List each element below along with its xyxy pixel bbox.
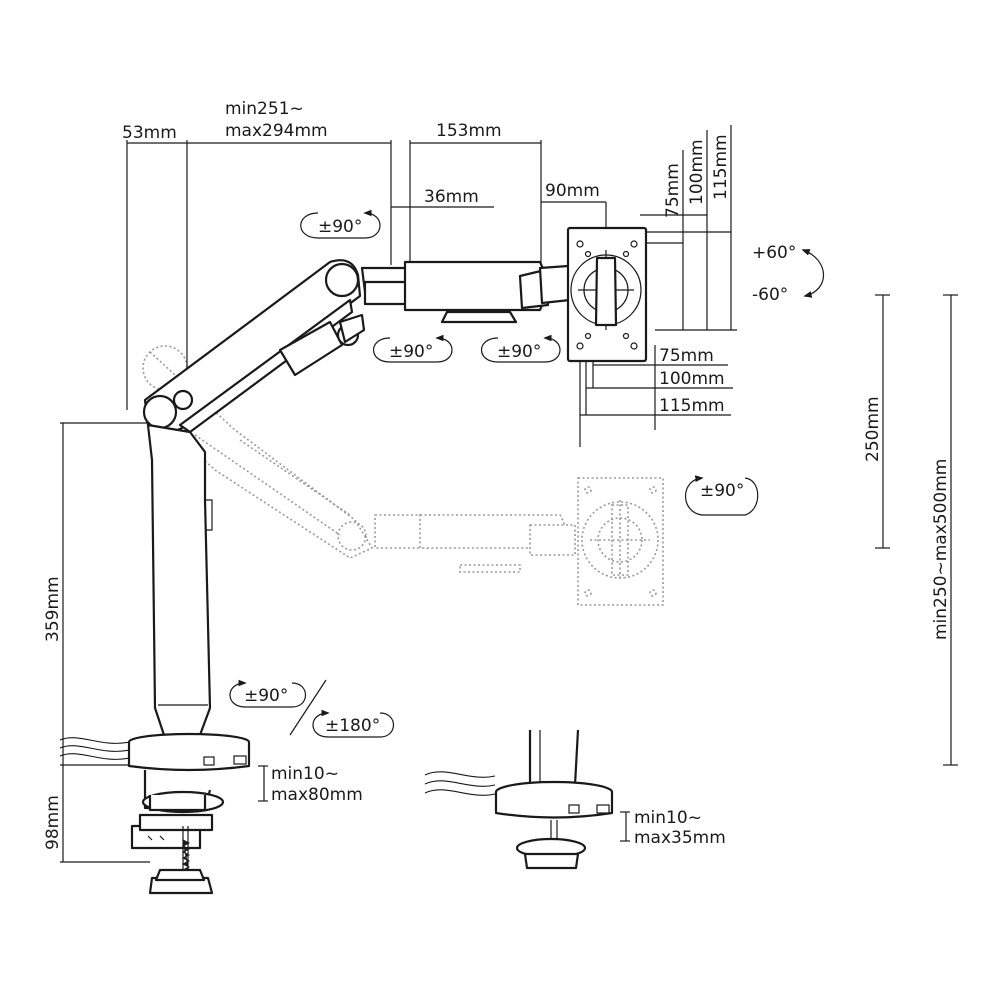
upper-arm	[142, 259, 366, 435]
dim-vesa-offset: 90mm	[545, 181, 600, 201]
desk-clamp-base	[59, 732, 251, 895]
dim-tilt-range: 250mm	[863, 396, 883, 462]
rotation-arm-swivel: ±90°	[300, 209, 381, 239]
dim-clamp-desk-max: max80mm	[271, 785, 363, 805]
clamp-desk-thickness	[258, 765, 268, 802]
dim-vesa-h1: 75mm	[659, 346, 714, 366]
right-range-dimensions	[875, 294, 958, 766]
rotation-tilt: +60° -60°	[752, 243, 825, 305]
rotation-screen: ±90°	[685, 475, 759, 516]
dim-forearm-length: 153mm	[436, 121, 502, 141]
rotation-base-rotate: ±180°	[312, 709, 395, 738]
rotation-tilt-up-label: +60°	[752, 243, 796, 263]
rotation-elbow-right: ±90°	[481, 334, 561, 363]
rotation-divider	[289, 679, 327, 736]
dim-top-offset: 53mm	[122, 123, 177, 143]
height-dimension-lines	[60, 422, 150, 863]
rotation-base-swivel-label: ±90°	[244, 686, 288, 706]
rotation-base-rotate-label: ±180°	[325, 716, 380, 736]
dim-joint-depth: 36mm	[424, 187, 479, 207]
dim-clamp-height: 98mm	[43, 795, 63, 850]
rotation-arm-swivel-label: ±90°	[318, 217, 362, 237]
dim-vesa-v3: 115mm	[711, 134, 731, 200]
rotation-base-swivel: ±90°	[229, 679, 307, 708]
dim-clamp-desk-min: min10~	[271, 764, 339, 784]
forearm	[360, 260, 572, 324]
dim-vesa-h3: 115mm	[659, 396, 725, 416]
grommet-mount-detail	[424, 729, 614, 870]
dim-height-range: min250~max500mm	[931, 459, 951, 640]
vesa-horizontal-dimensions	[579, 345, 733, 447]
dim-vesa-h2: 100mm	[659, 369, 725, 389]
dim-arm-reach-max: max294mm	[225, 121, 328, 141]
rotation-elbow-left-label: ±90°	[389, 342, 433, 362]
rotation-tilt-down-label: -60°	[752, 285, 788, 305]
dim-grommet-desk-min: min10~	[634, 808, 702, 828]
top-dimension-lines	[126, 140, 607, 410]
dim-vesa-v2: 100mm	[687, 139, 707, 205]
rotation-elbow-right-label: ±90°	[497, 342, 541, 362]
dim-grommet-desk-max: max35mm	[634, 828, 726, 848]
dim-pole-height: 359mm	[43, 576, 63, 642]
vesa-vertical-dimensions	[640, 125, 737, 331]
pole	[146, 423, 213, 740]
dim-vesa-v1: 75mm	[663, 163, 683, 218]
vesa-plate	[566, 226, 648, 363]
dim-arm-reach-min: min251~	[225, 99, 304, 119]
ghost-arm-lowered-position	[142, 345, 664, 606]
rotation-elbow-left: ±90°	[373, 334, 453, 363]
grommet-desk-thickness	[620, 811, 630, 842]
rotation-screen-label: ±90°	[700, 481, 744, 501]
